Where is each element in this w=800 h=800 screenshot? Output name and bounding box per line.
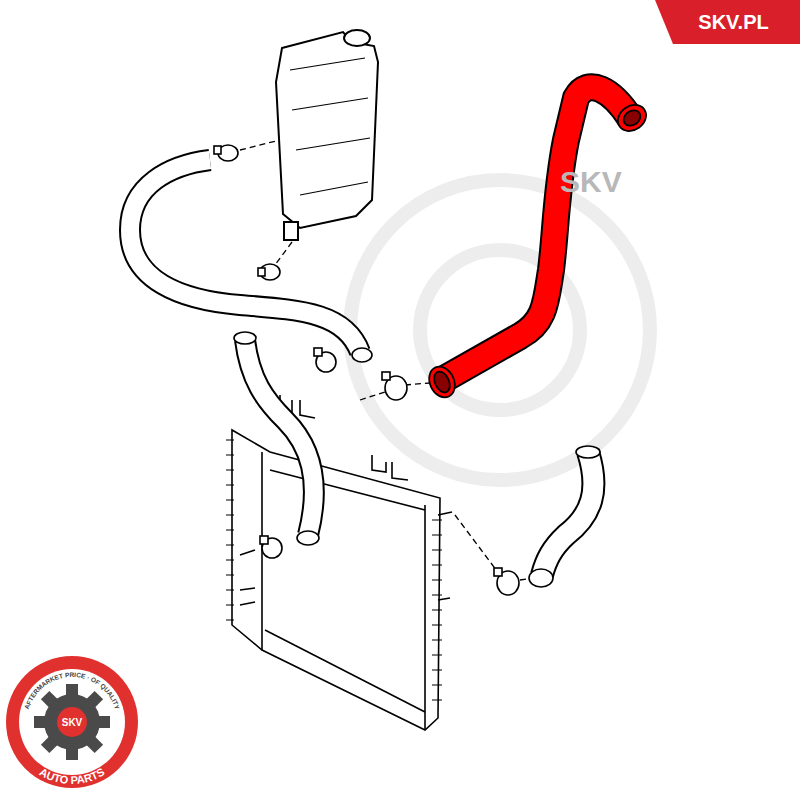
logo-mark-text: SKV <box>62 717 83 728</box>
site-name: SKV.PL <box>698 11 768 34</box>
highlighted-hose-ends <box>424 100 651 402</box>
logo-ring <box>6 656 138 788</box>
logo-inner <box>19 669 125 775</box>
brand-banner: SKV.PL <box>655 0 800 44</box>
hose-ends <box>234 332 600 587</box>
radiator <box>232 395 452 730</box>
watermark-gear <box>350 180 650 480</box>
logo-gear <box>34 684 110 760</box>
coolant-hoses <box>130 160 593 575</box>
brand-logo: AFTERMARKET PRICE · OF QUALITY AUTO PARTS… <box>4 654 140 790</box>
gear-body <box>44 694 100 750</box>
logo-slogan: AFTERMARKET PRICE · OF QUALITY <box>23 671 121 711</box>
gear-hub <box>57 707 87 737</box>
logo-brand-text: AUTO PARTS <box>38 766 107 786</box>
highlighted-hose <box>446 87 630 378</box>
watermark-text: SKV <box>560 165 622 199</box>
expansion-tank <box>276 30 378 240</box>
banner-fill <box>655 0 800 44</box>
radiator-fins <box>226 440 442 700</box>
